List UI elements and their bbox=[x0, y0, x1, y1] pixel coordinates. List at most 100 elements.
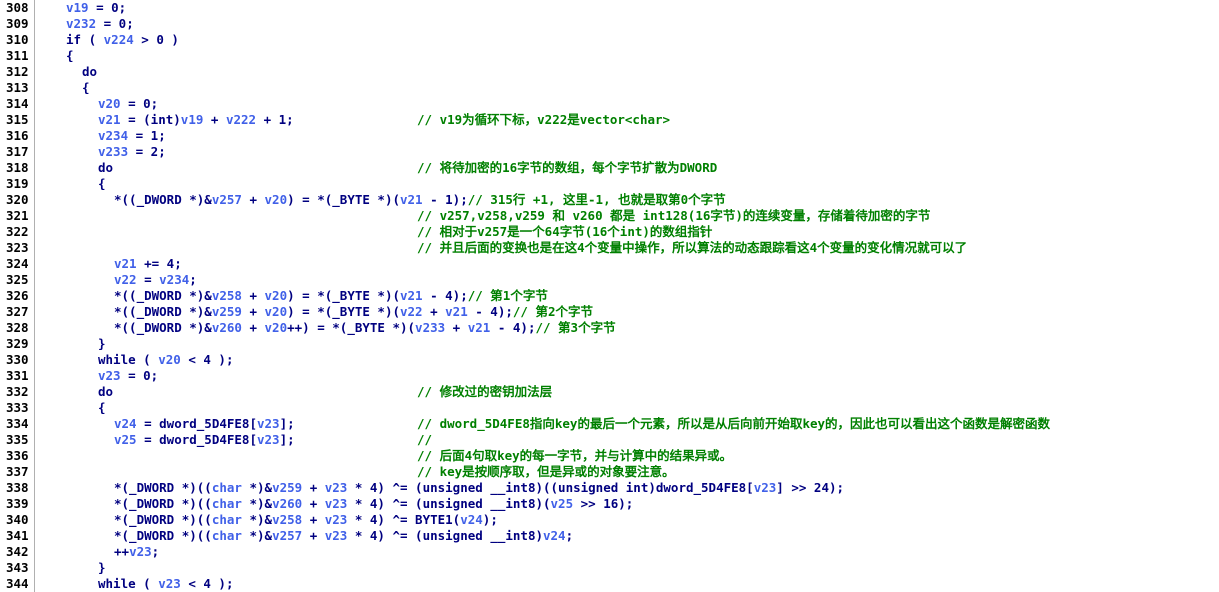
variable-token[interactable]: v257 bbox=[272, 528, 303, 543]
code-line[interactable]: 333{ bbox=[0, 400, 1219, 416]
code-text[interactable]: *((_DWORD *)&v258 + v20) = *(_BYTE *)(v2… bbox=[114, 288, 548, 304]
code-line[interactable]: 338*(_DWORD *)((char *)&v259 + v23 * 4) … bbox=[0, 480, 1219, 496]
code-text[interactable]: v22 = v234; bbox=[114, 272, 197, 288]
variable-token[interactable]: v23 bbox=[324, 512, 348, 527]
variable-token[interactable]: v20 bbox=[264, 304, 288, 319]
variable-token[interactable]: v222 bbox=[225, 112, 257, 127]
variable-token[interactable]: char bbox=[211, 528, 242, 543]
variable-token[interactable]: v260 bbox=[211, 320, 242, 335]
variable-token[interactable]: v20 bbox=[264, 192, 288, 207]
code-line[interactable]: 329} bbox=[0, 336, 1219, 352]
code-text[interactable]: v234 = 1; bbox=[98, 128, 166, 144]
variable-token[interactable]: char bbox=[211, 496, 242, 511]
variable-token[interactable]: v259 bbox=[272, 480, 303, 495]
variable-token[interactable]: v224 bbox=[103, 32, 134, 47]
variable-token[interactable]: v259 bbox=[211, 304, 242, 319]
code-text[interactable]: if ( v224 > 0 ) bbox=[66, 32, 179, 48]
code-line[interactable]: 321// v257,v258,v259 和 v260 都是 int128(16… bbox=[0, 208, 1219, 224]
code-line[interactable]: 320*((_DWORD *)&v257 + v20) = *(_BYTE *)… bbox=[0, 192, 1219, 208]
code-text[interactable]: *((_DWORD *)&v257 + v20) = *(_BYTE *)(v2… bbox=[114, 192, 726, 208]
code-line[interactable]: 319{ bbox=[0, 176, 1219, 192]
variable-token[interactable]: v22 bbox=[114, 272, 137, 287]
variable-token[interactable]: v258 bbox=[272, 512, 303, 527]
variable-token[interactable]: v23 bbox=[98, 368, 121, 383]
code-text[interactable]: v24 = dword_5D4FE8[v23]; bbox=[114, 416, 295, 432]
variable-token[interactable]: v23 bbox=[129, 544, 152, 559]
code-line[interactable]: 311{ bbox=[0, 48, 1219, 64]
variable-token[interactable]: v20 bbox=[264, 288, 288, 303]
code-line[interactable]: 340*(_DWORD *)((char *)&v258 + v23 * 4) … bbox=[0, 512, 1219, 528]
code-text[interactable]: *((_DWORD *)&v259 + v20) = *(_BYTE *)(v2… bbox=[114, 304, 593, 320]
variable-token[interactable]: v19 bbox=[180, 112, 204, 127]
code-text[interactable]: { bbox=[66, 48, 74, 64]
code-text[interactable]: v25 = dword_5D4FE8[v23]; bbox=[114, 432, 295, 448]
variable-token[interactable]: v21 bbox=[114, 256, 137, 271]
code-text[interactable]: } bbox=[98, 560, 106, 576]
variable-token[interactable]: v20 bbox=[264, 320, 288, 335]
variable-token[interactable]: char bbox=[211, 512, 242, 527]
variable-token[interactable]: v21 bbox=[467, 320, 491, 335]
variable-token[interactable]: v23 bbox=[324, 528, 348, 543]
variable-token[interactable]: v233 bbox=[415, 320, 446, 335]
variable-token[interactable]: v21 bbox=[98, 112, 121, 127]
variable-token[interactable]: v23 bbox=[324, 480, 348, 495]
code-text[interactable]: v23 = 0; bbox=[98, 368, 158, 384]
variable-token[interactable]: char bbox=[211, 480, 242, 495]
code-line[interactable]: 339*(_DWORD *)((char *)&v260 + v23 * 4) … bbox=[0, 496, 1219, 512]
variable-token[interactable]: v21 bbox=[400, 192, 423, 207]
code-text[interactable]: *(_DWORD *)((char *)&v260 + v23 * 4) ^= … bbox=[114, 496, 633, 512]
code-text[interactable]: v21 += 4; bbox=[114, 256, 182, 272]
variable-token[interactable]: v23 bbox=[257, 416, 280, 431]
variable-token[interactable]: v21 bbox=[445, 304, 468, 319]
code-text[interactable]: v20 = 0; bbox=[98, 96, 158, 112]
code-text[interactable]: v21 = (int)v19 + v222 + 1; bbox=[98, 112, 294, 128]
variable-token[interactable]: v24 bbox=[114, 416, 137, 431]
variable-token[interactable]: v20 bbox=[98, 96, 121, 111]
variable-token[interactable]: v20 bbox=[158, 352, 181, 367]
code-text[interactable]: v19 = 0; bbox=[66, 0, 126, 16]
code-text[interactable]: do bbox=[82, 64, 97, 80]
code-line[interactable]: 323// 并且后面的变换也是在这4个变量中操作，所以算法的动态跟踪看这4个变量… bbox=[0, 240, 1219, 256]
code-line[interactable]: 326*((_DWORD *)&v258 + v20) = *(_BYTE *)… bbox=[0, 288, 1219, 304]
variable-token[interactable]: v233 bbox=[98, 144, 129, 159]
code-line[interactable]: 342++v23; bbox=[0, 544, 1219, 560]
code-text[interactable]: while ( v20 < 4 ); bbox=[98, 352, 233, 368]
variable-token[interactable]: v23 bbox=[324, 496, 348, 511]
code-line[interactable]: 337// key是按顺序取，但是异或的对象要注意。 bbox=[0, 464, 1219, 480]
code-text[interactable]: do bbox=[98, 384, 113, 400]
variable-token[interactable]: v23 bbox=[753, 480, 777, 495]
variable-token[interactable]: v234 bbox=[98, 128, 129, 143]
code-line[interactable]: 341*(_DWORD *)((char *)&v257 + v23 * 4) … bbox=[0, 528, 1219, 544]
variable-token[interactable]: v23 bbox=[257, 432, 280, 447]
code-text[interactable]: { bbox=[82, 80, 90, 96]
variable-token[interactable]: v232 bbox=[66, 16, 97, 31]
code-text[interactable]: *(_DWORD *)((char *)&v258 + v23 * 4) ^= … bbox=[114, 512, 498, 528]
variable-token[interactable]: v19 bbox=[66, 0, 89, 15]
variable-token[interactable]: v260 bbox=[272, 496, 303, 511]
code-text[interactable]: { bbox=[98, 176, 106, 192]
variable-token[interactable]: v258 bbox=[211, 288, 242, 303]
code-text[interactable]: *(_DWORD *)((char *)&v259 + v23 * 4) ^= … bbox=[114, 480, 844, 496]
code-text[interactable]: while ( v23 < 4 ); bbox=[98, 576, 233, 592]
code-line[interactable]: 327*((_DWORD *)&v259 + v20) = *(_BYTE *)… bbox=[0, 304, 1219, 320]
code-text[interactable]: *(_DWORD *)((char *)&v257 + v23 * 4) ^= … bbox=[114, 528, 573, 544]
code-text[interactable]: } bbox=[98, 336, 106, 352]
code-line[interactable]: 313{ bbox=[0, 80, 1219, 96]
